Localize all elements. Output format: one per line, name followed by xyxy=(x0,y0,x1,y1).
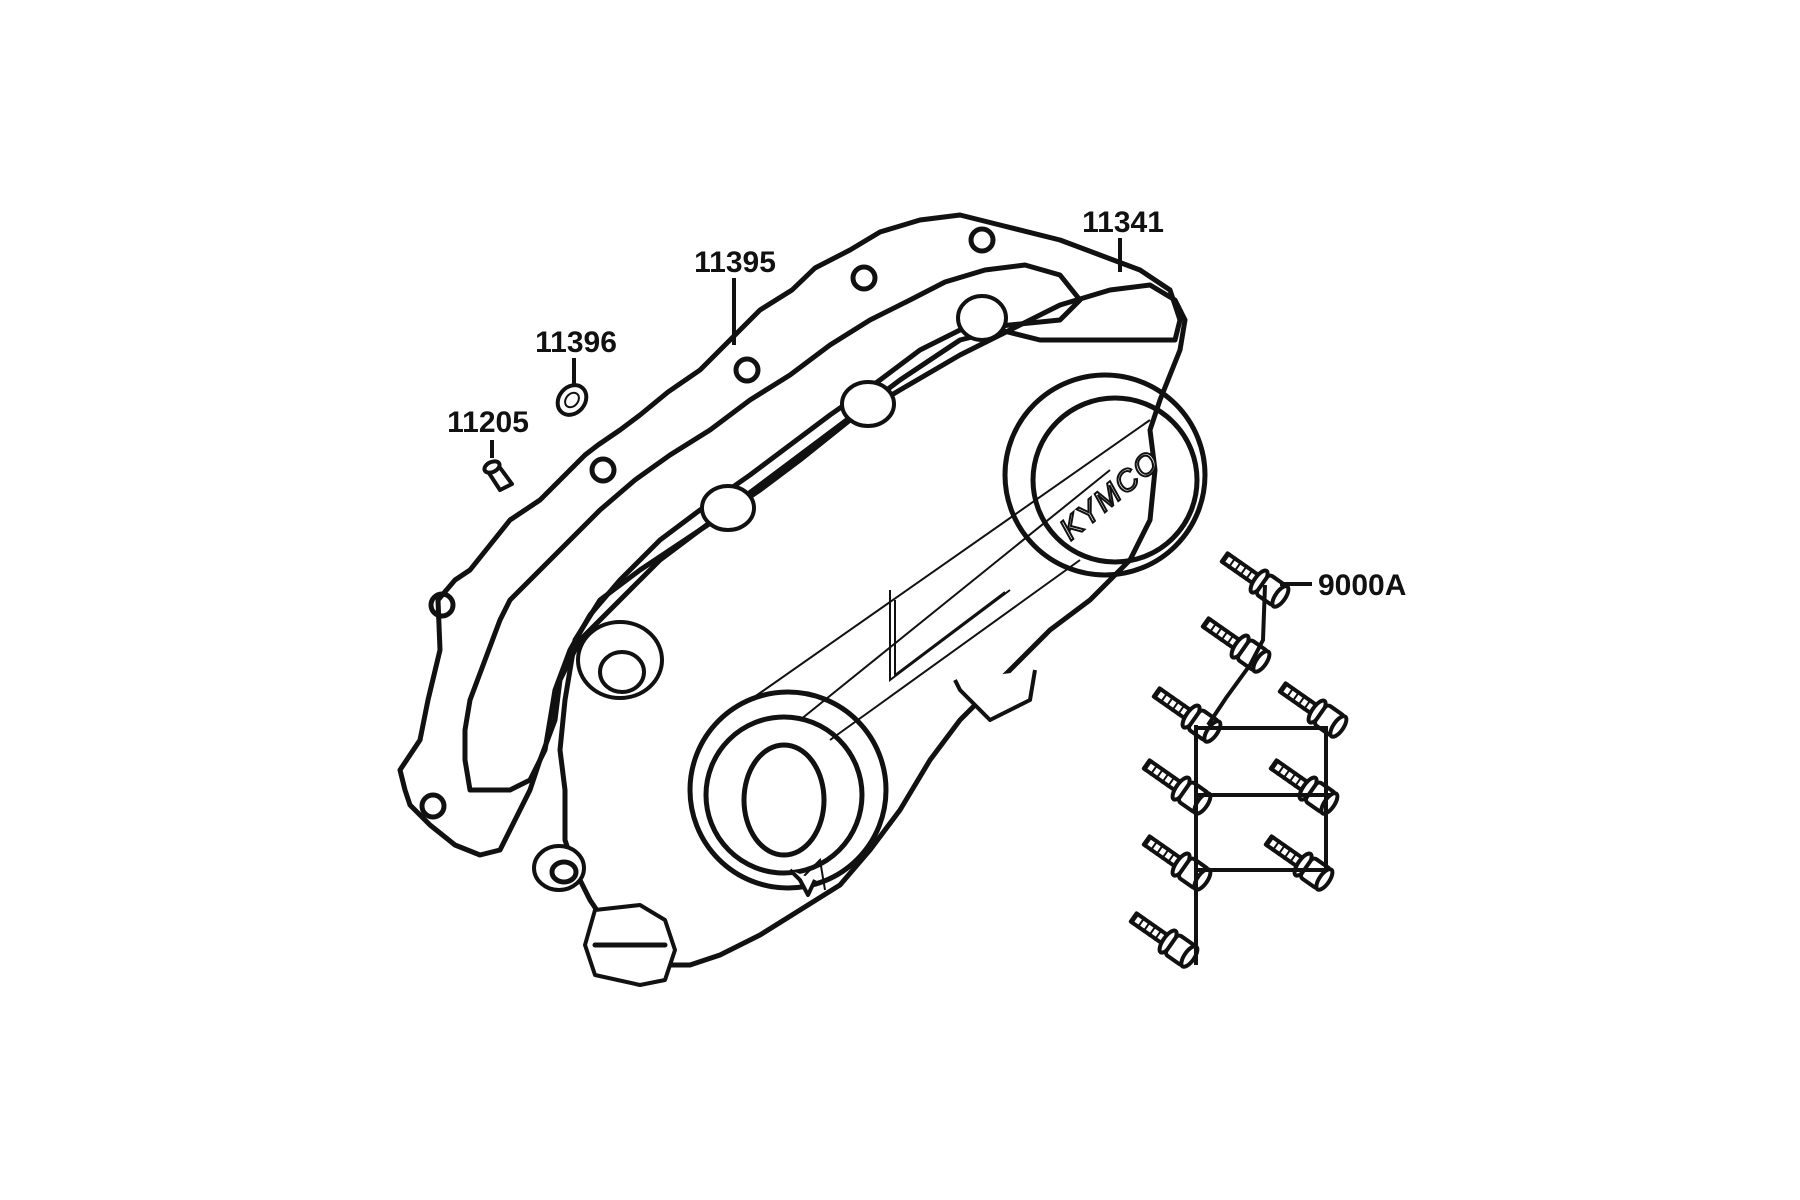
part-label-11395: 11395 xyxy=(694,246,776,279)
part-label-9000A: 9000A xyxy=(1318,569,1406,602)
bolt-connector-lines xyxy=(1194,584,1330,965)
bolt-9000A xyxy=(1128,911,1200,969)
part-label-11341: 11341 xyxy=(1082,206,1164,239)
part-label-11396: 11396 xyxy=(535,326,617,359)
dowel-pin-11205 xyxy=(482,459,514,492)
crankcase-cover-11341: KYMCO xyxy=(532,282,1208,987)
gasket-11395 xyxy=(397,212,1183,858)
part-label-11205: 11205 xyxy=(447,406,529,439)
kymco-logo-text: KYMCO xyxy=(1054,444,1167,546)
bolt-9000A xyxy=(1141,834,1213,892)
bolt-9000A xyxy=(1219,551,1291,609)
oring-11396 xyxy=(555,383,589,417)
bolt-9000A xyxy=(1263,834,1335,892)
bolt-9000A xyxy=(1268,758,1340,816)
bolt-9000A xyxy=(1141,758,1213,816)
bolt-9000A xyxy=(1277,681,1349,739)
bolt-9000A xyxy=(1151,686,1223,744)
bolt-group-9000A xyxy=(1128,551,1349,969)
